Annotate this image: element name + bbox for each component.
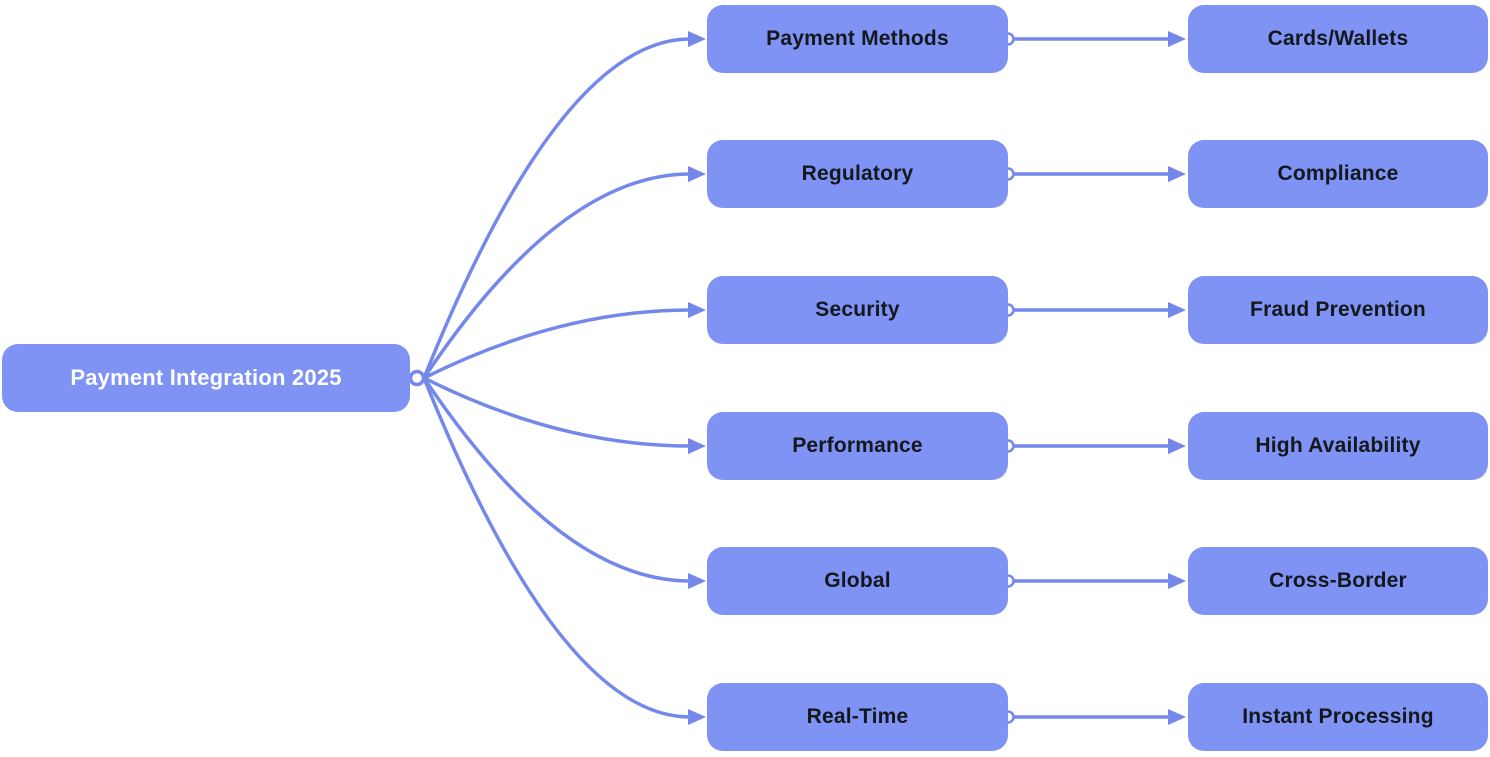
node-root[interactable]: Payment Integration 2025 [2, 344, 410, 412]
node-compliance[interactable]: Compliance [1188, 140, 1488, 208]
node-regulatory-label: Regulatory [801, 162, 914, 185]
edge-root-payment-methods [422, 31, 706, 379]
edge-root-performance [423, 376, 706, 454]
root-port-dot [408, 369, 426, 387]
node-cards-wallets[interactable]: Cards/Wallets [1188, 5, 1488, 73]
edge-root-global [422, 377, 706, 589]
node-regulatory[interactable]: Regulatory [707, 140, 1008, 208]
root-branch-edges [422, 31, 706, 725]
connector-dots [408, 32, 1015, 724]
node-global[interactable]: Global [707, 547, 1008, 615]
node-high-availability-label: High Availability [1255, 434, 1421, 457]
node-security[interactable]: Security [707, 276, 1008, 344]
node-compliance-label: Compliance [1277, 162, 1399, 185]
node-high-availability[interactable]: High Availability [1188, 412, 1488, 480]
node-real-time-label: Real-Time [806, 705, 909, 728]
node-payment-methods-label: Payment Methods [766, 27, 949, 50]
node-real-time[interactable]: Real-Time [707, 683, 1008, 751]
node-performance[interactable]: Performance [707, 412, 1008, 480]
edge-root-security [423, 302, 706, 380]
edge-root-real-time [422, 377, 706, 725]
branch-leaf-edges [1014, 31, 1186, 725]
node-fraud-prevention-label: Fraud Prevention [1250, 298, 1426, 321]
node-security-label: Security [815, 298, 900, 321]
node-payment-methods[interactable]: Payment Methods [707, 5, 1008, 73]
node-fraud-prevention[interactable]: Fraud Prevention [1188, 276, 1488, 344]
node-root-label: Payment Integration 2025 [70, 365, 342, 390]
node-global-label: Global [824, 569, 891, 592]
node-cross-border[interactable]: Cross-Border [1188, 547, 1488, 615]
node-instant-processing[interactable]: Instant Processing [1188, 683, 1488, 751]
node-cross-border-label: Cross-Border [1269, 569, 1407, 592]
node-cards-wallets-label: Cards/Wallets [1267, 27, 1409, 50]
node-performance-label: Performance [792, 434, 923, 457]
node-instant-processing-label: Instant Processing [1242, 705, 1434, 728]
edge-root-regulatory [422, 166, 706, 379]
